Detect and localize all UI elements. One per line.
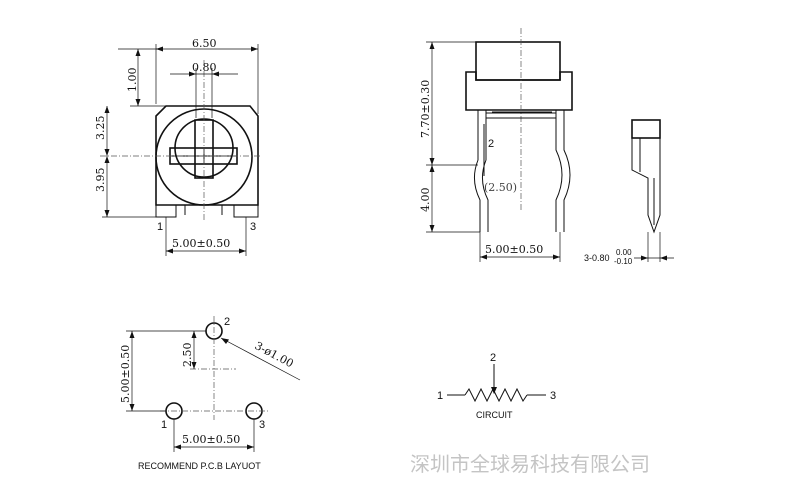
circuit-pin-2-label: 2 [490, 352, 496, 364]
top-view-pad-left [155, 204, 177, 218]
pcb-pin-2-label: 2 [224, 316, 230, 328]
dim-lower-label: 3.95 [94, 168, 107, 193]
pcb-dim-half-label: 2.50 [181, 343, 194, 368]
dim-upper-label: 3.25 [94, 116, 107, 141]
pcb-layout: 5.00±0.50 2.50 3-ø1.00 5.00±0.50 1 2 3 R… [119, 316, 301, 471]
circuit-pin-1-label: 1 [437, 390, 443, 402]
pcb-pin-3-label: 3 [259, 419, 265, 431]
resistor-zigzag [464, 387, 528, 403]
pcb-dim-pitch-label: 5.00±0.50 [182, 433, 240, 446]
circuit-caption: CIRCUIT [476, 410, 513, 420]
side-view: 2 (2.50) 7.70±0.30 4.00 5.00±0.50 [419, 28, 573, 262]
top-pin-3-label: 3 [250, 221, 256, 233]
side-view-body [465, 71, 573, 111]
lead-tol-lower: -0.10 [614, 257, 633, 266]
circuit-pin-3-label: 3 [550, 390, 556, 402]
side-view-lead-right [555, 110, 571, 232]
side-view-lead-left [474, 110, 489, 232]
company-watermark: 深圳市全球易科技有限公司 [410, 452, 650, 476]
lead-detail: 3-0.80 0.00 -0.10 [584, 119, 674, 266]
dim-side-pitch-label: 5.00±0.50 [485, 243, 543, 256]
lead-tol-upper: 0.00 [616, 248, 632, 257]
dim-height-label: 7.70±0.30 [419, 80, 432, 138]
side-pin-2-label: 2 [488, 138, 494, 150]
circuit-symbol: 1 2 3 CIRCUIT [437, 352, 556, 420]
pcb-dim-vertical-label: 5.00±0.50 [119, 345, 132, 403]
dim-ref-label: (2.50) [484, 181, 517, 194]
pcb-hole-label: 3-ø1.00 [253, 339, 296, 370]
dim-top-label: 1.00 [126, 68, 139, 93]
dim-lead-label: 4.00 [419, 188, 432, 213]
lead-spec-label: 3-0.80 [584, 253, 610, 263]
lead-detail-top [631, 119, 661, 139]
top-view: 6.50 0.80 1.00 3.25 3.95 5.00±0.50 1 3 [94, 37, 262, 256]
side-view-knob [475, 41, 561, 81]
side-view-lead-mid [483, 112, 556, 176]
top-pin-1-label: 1 [157, 221, 163, 233]
pcb-caption: RECOMMEND P.C.B LAYUOT [138, 461, 261, 471]
dim-width-label: 6.50 [192, 37, 217, 50]
pcb-pin-1-label: 1 [161, 419, 167, 431]
top-view-pad-right [233, 204, 259, 218]
dim-slot-label: 0.80 [192, 61, 217, 74]
dim-pitch-label: 5.00±0.50 [172, 237, 230, 250]
